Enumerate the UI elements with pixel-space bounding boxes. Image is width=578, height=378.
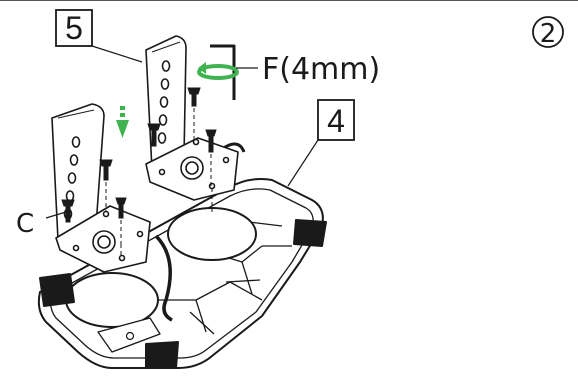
step-number: 2 — [540, 19, 557, 49]
screw-guide-lines-right — [193, 108, 213, 212]
base-plate — [37, 178, 327, 369]
green-rotation-icon — [197, 62, 239, 80]
part-5-box — [55, 9, 93, 47]
green-down-arrow-icon — [116, 106, 129, 138]
screw-guide-lines-left — [105, 182, 122, 258]
step-circle — [532, 16, 564, 48]
top-rule — [0, 0, 578, 1]
cable — [154, 234, 173, 322]
leader-lines — [45, 45, 319, 219]
allen-key-icon — [210, 44, 236, 100]
left-mount-plate — [55, 205, 151, 273]
part-4-box — [317, 99, 355, 141]
screw-label: C — [16, 209, 34, 239]
right-mount-plate — [145, 137, 239, 201]
screws-left — [61, 159, 127, 223]
part-4-label: 4 — [327, 103, 345, 139]
part-5-label: 5 — [65, 10, 83, 46]
screws-right — [147, 87, 217, 153]
tool-label: F(4mm) — [262, 52, 380, 87]
